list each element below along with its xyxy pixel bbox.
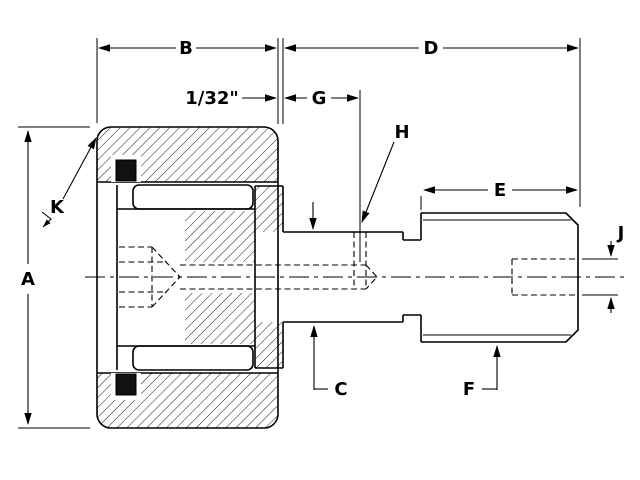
dim-label-f: F xyxy=(463,379,475,400)
hidden-hex-socket-left xyxy=(119,246,181,308)
dimension-d: D xyxy=(284,38,579,59)
dim-label-k: K xyxy=(50,197,65,218)
dimension-f: F xyxy=(463,345,501,400)
outer-ring-section xyxy=(96,126,279,429)
dimension-k: K xyxy=(41,137,97,228)
dimension-a: A xyxy=(21,130,35,425)
hidden-grease-passage xyxy=(180,232,378,290)
dimension-offset-note: 1/32" xyxy=(185,88,277,109)
dim-label-j: J xyxy=(616,223,625,244)
dim-label-h: H xyxy=(394,122,409,143)
dimension-c: C xyxy=(309,202,348,400)
dim-label-c: C xyxy=(334,379,347,400)
seal-plates xyxy=(111,155,141,400)
extension-lines xyxy=(18,38,618,429)
dim-label-a: A xyxy=(21,269,35,290)
dimension-e: E xyxy=(423,180,578,201)
stud-flange-section xyxy=(254,185,284,369)
dimension-h: H xyxy=(361,122,410,223)
dim-label-b: B xyxy=(179,38,193,59)
roller-bottom xyxy=(132,345,254,371)
needle-rollers xyxy=(132,184,254,371)
hidden-hex-socket-right xyxy=(511,258,578,296)
dim-label-offset: 1/32" xyxy=(185,88,239,109)
dimension-g: G xyxy=(284,88,359,109)
dim-label-g: G xyxy=(312,88,327,109)
dimension-j: J xyxy=(607,223,625,313)
roller-top xyxy=(132,184,254,210)
stud-shaft xyxy=(283,213,422,342)
dim-label-e: E xyxy=(494,180,506,201)
seal-top xyxy=(115,159,137,182)
seal-bottom xyxy=(115,373,137,396)
dimension-b: B xyxy=(98,38,277,59)
dim-label-d: D xyxy=(424,38,439,59)
